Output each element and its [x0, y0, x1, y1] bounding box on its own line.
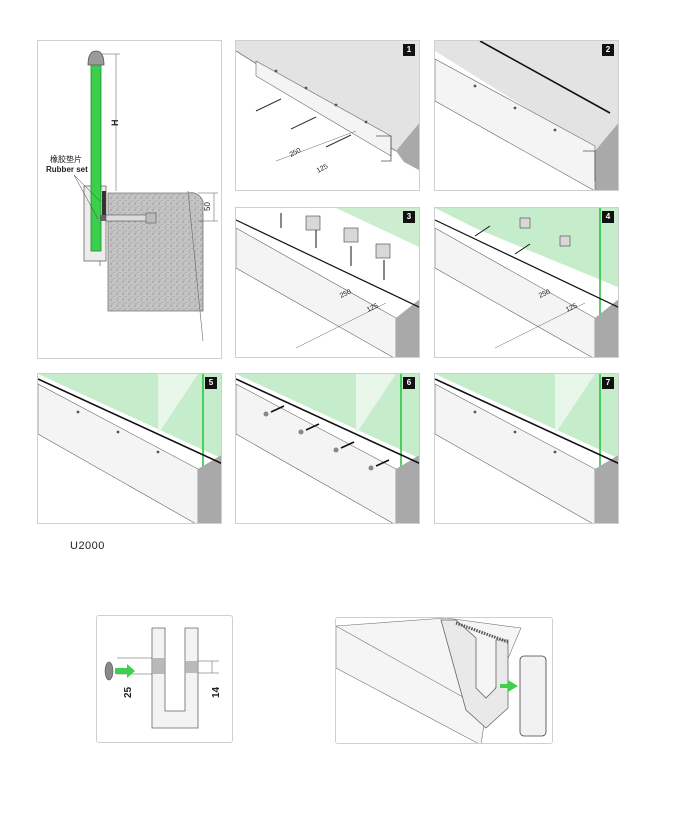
step-number-badge: 5 [205, 377, 217, 389]
attach-arrow-icon [500, 680, 518, 692]
step-number-badge: 3 [403, 211, 415, 223]
end-cap [519, 655, 547, 737]
step-panel-6: 6 [235, 373, 420, 524]
step-1-dim-b: 125 [316, 163, 330, 175]
step-panel-4: 250 125 4 [434, 207, 619, 358]
step-number-badge: 2 [602, 44, 614, 56]
rubber-block [102, 191, 106, 215]
step-3-dim-a: 250 [339, 288, 353, 299]
step-panel-3: 250 125 3 [235, 207, 420, 358]
step-panel-1: 250 125 1 [235, 40, 420, 191]
rubber-set-label-cn: 橡胶垫片 [50, 154, 82, 164]
glass-panel [90, 60, 102, 252]
end-cap-detail-panel [335, 617, 553, 744]
step-number-badge: 6 [403, 377, 415, 389]
gasket-piece [104, 661, 114, 681]
dim-h-label: H [110, 120, 120, 127]
section-drawing: H 50 橡胶垫片 Rubber set [46, 50, 218, 342]
step-3-dim-b: 125 [366, 302, 380, 313]
anchor-bolt [105, 214, 153, 222]
step-1-dim-a: 250 [289, 147, 303, 159]
step-number-badge: 4 [602, 211, 614, 223]
step-number-badge: 7 [602, 377, 614, 389]
dim-25-label: 25 [123, 686, 134, 698]
dim-50-label: 50 [203, 202, 212, 211]
step-4-dim-b: 125 [565, 302, 579, 313]
profile-detail-panel: 25 14 [96, 615, 233, 743]
step-panel-5: 5 [37, 373, 222, 524]
model-code: U2000 [70, 540, 105, 552]
handrail-cap [87, 50, 105, 66]
concrete-slab [107, 192, 204, 312]
step-panel-7: 7 [434, 373, 619, 524]
rubber-set-label-en: Rubber set [46, 165, 88, 174]
section-view-panel: H 50 橡胶垫片 Rubber set [37, 40, 222, 359]
step-panel-2: 2 [434, 40, 619, 191]
step-4-dim-a: 250 [538, 288, 552, 299]
insert-arrow-icon [115, 664, 135, 678]
step-number-badge: 1 [403, 44, 415, 56]
dim-14-label: 14 [211, 686, 222, 698]
